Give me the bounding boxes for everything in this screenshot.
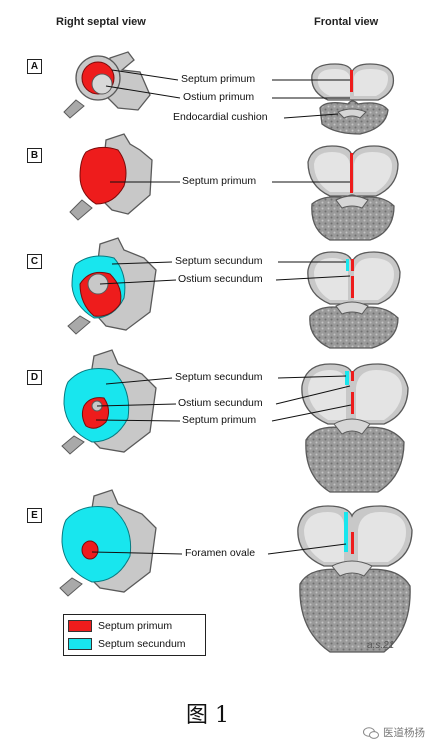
legend-item-septum-primum: Septum primum: [68, 619, 172, 633]
label-d-ostium-secundum: Ostium secundum: [178, 397, 263, 409]
header-right-septal-view: Right septal view: [56, 16, 146, 28]
legend-swatch-cyan: [68, 638, 92, 650]
panel-c-letter: C: [27, 254, 42, 269]
panel-a-septal-view: [63, 51, 151, 119]
label-d-septum-primum: Septum primum: [182, 414, 257, 426]
panel-e-frontal-view: [297, 505, 413, 653]
legend-label: Septum primum: [98, 620, 173, 632]
leader-lines: [91, 69, 352, 555]
legend-item-septum-secundum: Septum secundum: [68, 637, 186, 651]
artist-signature: a.s.21: [367, 640, 395, 651]
panel-d-frontal-view: [301, 363, 409, 493]
label-a-endocardial-cushion: Endocardial cushion: [173, 111, 268, 123]
wechat-icon: [363, 726, 379, 739]
panel-c-frontal-view: [307, 251, 401, 349]
figure-caption: 图 1: [186, 703, 229, 728]
panel-d-septal-view: [61, 349, 157, 455]
panel-e-septal-view: [59, 489, 157, 597]
label-a-septum-primum: Septum primum: [181, 73, 256, 85]
panel-a-frontal-view: [311, 63, 395, 135]
panel-b-septal-view: [69, 133, 153, 221]
legend-swatch-red: [68, 620, 92, 632]
header-frontal-view: Frontal view: [314, 16, 379, 28]
panel-b-frontal-view: [307, 145, 399, 241]
panel-e-letter: E: [27, 508, 42, 523]
label-b-septum-primum: Septum primum: [182, 175, 257, 187]
label-c-ostium-secundum: Ostium secundum: [178, 273, 263, 285]
watermark: 医道杨扬: [363, 725, 425, 740]
panel-d-letter: D: [27, 370, 42, 385]
watermark-text: 医道杨扬: [383, 727, 425, 739]
label-e-foramen-ovale: Foramen ovale: [185, 547, 256, 559]
panel-a-letter: A: [27, 59, 42, 74]
panel-c-septal-view: [67, 237, 157, 335]
label-a-ostium-primum: Ostium primum: [183, 91, 255, 103]
panel-b-letter: B: [27, 148, 42, 163]
label-c-septum-secundum: Septum secundum: [175, 255, 263, 267]
label-d-septum-secundum: Septum secundum: [175, 371, 263, 383]
legend-label: Septum secundum: [98, 638, 186, 650]
legend: Septum primum Septum secundum: [63, 614, 206, 656]
